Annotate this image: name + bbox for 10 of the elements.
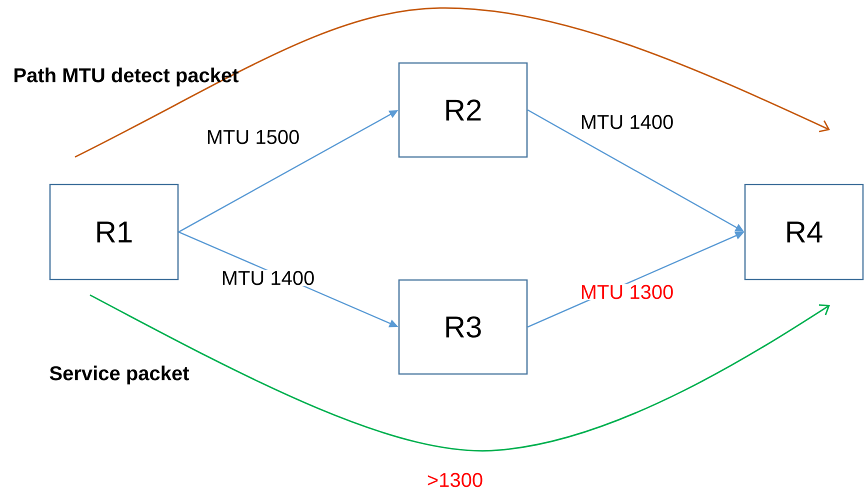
router-box: R2 <box>398 62 528 158</box>
edge-label: MTU 1400 <box>220 270 316 286</box>
router-box: R1 <box>49 184 179 280</box>
router-box: R3 <box>398 279 528 375</box>
edge-label: MTU 1400 <box>579 114 675 130</box>
packet-label: Service packet <box>50 366 190 384</box>
edge-label: MTU 1300 <box>579 284 675 300</box>
edge-label: MTU 1500 <box>205 128 301 146</box>
router-box: R4 <box>744 184 864 280</box>
size-label: >1300 <box>428 472 482 488</box>
